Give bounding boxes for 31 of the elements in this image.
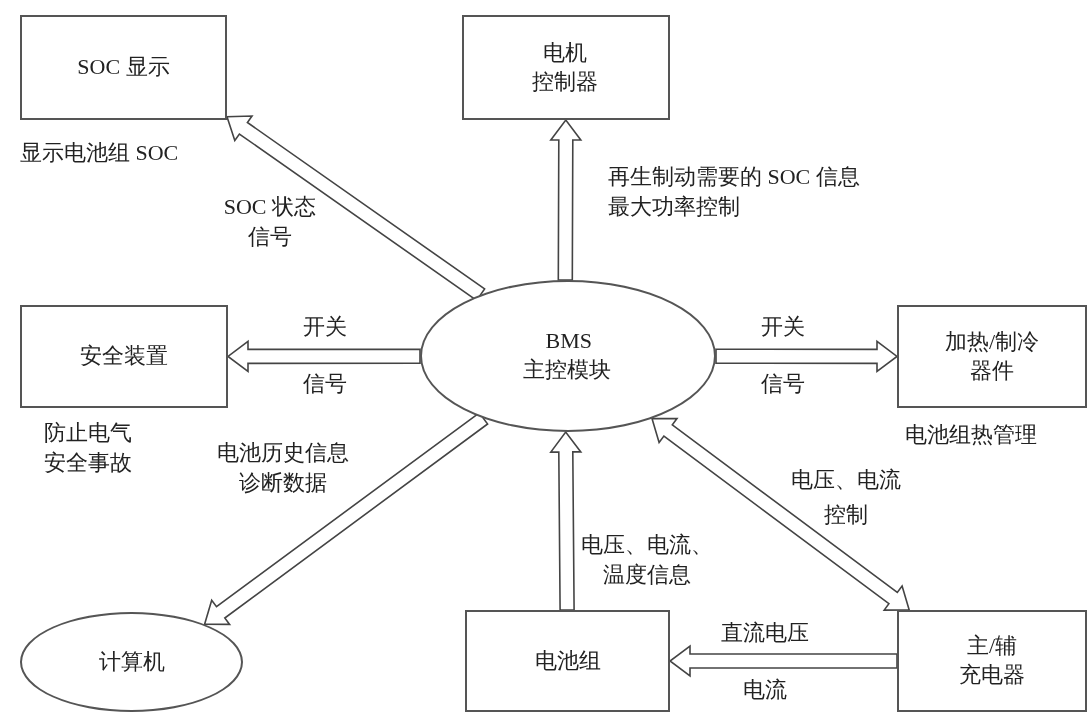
node-label: 计算机 — [98, 647, 165, 676]
node-caption: 显示电池组 SOC — [20, 139, 179, 167]
node-caption: 电池组热管理 — [905, 421, 1037, 449]
process-box — [462, 15, 670, 120]
node-label: 电池组 — [534, 646, 601, 675]
block-arrow — [668, 644, 898, 678]
edge-label: 开关信号 — [302, 313, 349, 399]
node-label: SOC 显示 — [77, 53, 170, 82]
process-box — [897, 610, 1087, 712]
edge-label: SOC 状态信号 — [222, 193, 317, 251]
edge-label: 电池历史信息诊断数据 — [216, 439, 351, 497]
edge-label: 开关信号 — [760, 313, 807, 399]
block-arrow — [650, 417, 911, 611]
node-label: BMS主控模块 — [523, 327, 613, 384]
edge-label: 电压、电流、温度信息 — [580, 531, 715, 589]
process-box — [20, 305, 228, 408]
edge-label: 电压、电流控制 — [790, 466, 903, 530]
edge-label: 再生制动需要的 SOC 信息最大功率控制 — [608, 163, 861, 221]
node-label: 电机控制器 — [532, 38, 600, 96]
process-box — [20, 15, 227, 120]
block-arrow — [549, 118, 583, 281]
node-caption: 防止电气安全事故 — [43, 419, 134, 477]
node-label: 加热/制冷器件 — [943, 327, 1041, 385]
process-box — [897, 305, 1087, 408]
edge-label: 直流电压电流 — [720, 619, 811, 705]
node-label: 主/辅充电器 — [958, 632, 1026, 689]
process-box — [465, 610, 670, 712]
block-arrow — [226, 339, 421, 373]
block-arrow — [715, 339, 899, 373]
node-label: 安全装置 — [80, 342, 168, 371]
block-arrow — [549, 430, 583, 611]
